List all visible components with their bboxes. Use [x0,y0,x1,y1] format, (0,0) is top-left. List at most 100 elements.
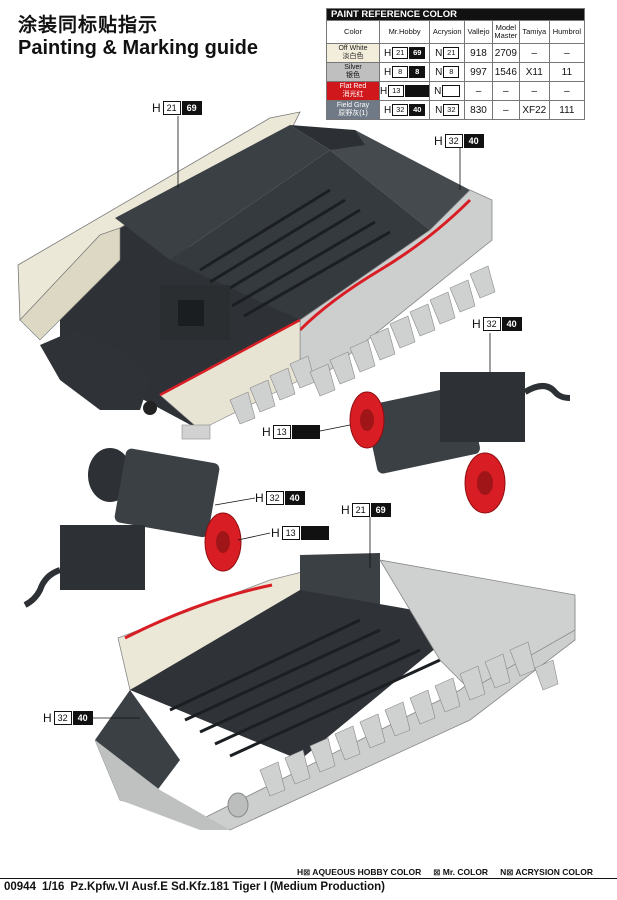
h-prefix: H [434,134,443,148]
callout-flat-red-left: H 13 [271,526,329,540]
color-name-cn: 淡白色 [342,53,364,60]
color-name-cn: 消光红 [342,91,364,98]
n-prefix: N [435,47,443,59]
mr-color-code: 40 [463,134,484,148]
humbrol-cell: 111 [548,100,586,120]
acrysion-code [442,85,461,97]
footer: 00944 1/16 Pz.Kpfw.VI Ausf.E Sd.Kfz.181 … [4,881,385,893]
color-name-cn: 银色 [346,72,360,79]
aqueous-code: 13 [281,526,300,540]
aqueous-code: 8 [392,66,409,78]
page-title-chinese: 涂装同标贴指示 [18,14,159,36]
paint-table-heading: PAINT REFERENCE COLOR [326,8,585,21]
n-prefix: N [435,66,443,78]
callout-flat-red-right: H 13 [262,425,320,439]
aqueous-code: 21 [351,503,370,517]
h-prefix: H [384,47,392,59]
col-header-model-master: Model Master [491,20,520,44]
tamiya-cell: XF22 [518,100,550,120]
callout-field-gray-upper: H 32 40 [434,134,484,148]
model-master-cell: 2709 [491,43,520,63]
mr-color-code: 69 [409,47,426,59]
mr-color-code: 40 [409,104,426,116]
kit-number: 00944 [4,881,36,893]
h-prefix: H [341,503,350,517]
aqueous-code: 13 [388,85,405,97]
h-prefix: H [43,711,52,725]
col-header-acrysion: Acrysion [429,20,466,44]
mr-color-code: 40 [72,711,93,725]
aqueous-code: 21 [392,47,409,59]
n-prefix: N [434,85,442,97]
aqueous-code: 32 [392,104,409,116]
color-name: Field Gray [336,102,370,109]
h-prefix: H [384,66,392,78]
drive-assembly-right [349,372,571,514]
mr-color-code: 69 [181,101,202,115]
drive-assembly-left [23,448,242,608]
color-legend: H⊠ AQUEOUS HOBBY COLOR ⊠ Mr. COLOR N⊠ AC… [297,867,593,878]
mr-color-code: 69 [370,503,391,517]
h-prefix: H [271,526,280,540]
acrysion-code: 8 [443,66,460,78]
kit-name: Pz.Kpfw.VI Ausf.E Sd.Kfz.181 Tiger I (Me… [70,881,385,893]
aqueous-code: 32 [53,711,72,725]
footer-divider [0,878,617,879]
kit-scale: 1/16 [41,881,65,893]
acrysion-code: 32 [443,104,460,116]
callout-field-gray-drive-left: H 32 40 [255,491,305,505]
page-title: Painting & Marking guide [18,37,259,59]
n-prefix: N [435,104,443,116]
mr-color-code: 8 [409,66,426,78]
acrysion-cell: N [429,81,466,101]
col-header-humbrol: Humbrol [548,20,586,44]
callout-off-white-upper: H 21 69 [152,101,202,115]
aqueous-code: 32 [265,491,284,505]
color-name: Silver [344,64,362,71]
callout-field-gray-drive-right: H 32 40 [472,317,522,331]
leader-lines [92,116,491,719]
h-prefix: H [384,104,392,116]
h-prefix: H [262,425,271,439]
lower-hull-illustration [94,553,576,831]
color-name: Flat Red [339,83,367,90]
mr-color-code [291,425,320,439]
legend-aqueous: H⊠ AQUEOUS HOBBY COLOR [297,867,422,877]
mr-color-code [405,85,430,97]
aqueous-code: 21 [162,101,181,115]
mr-color-code [300,526,329,540]
h-prefix: H [255,491,264,505]
humbrol-cell: – [548,43,586,63]
aqueous-code: 32 [482,317,501,331]
aqueous-code: 32 [444,134,463,148]
legend-acrysion: N⊠ ACRYSION COLOR [500,867,593,877]
color-name-cn: 原野灰(1) [338,110,368,117]
mr-color-code: 40 [501,317,522,331]
h-prefix: H [380,85,388,97]
model-master-cell: – [491,100,520,120]
callout-field-gray-lower: H 32 40 [43,711,93,725]
acrysion-code: 21 [443,47,460,59]
upper-hull-illustration [17,111,496,440]
mr-color-code: 40 [284,491,305,505]
callout-off-white-lower: H 21 69 [341,503,391,517]
color-name: Off White [338,45,368,52]
paint-reference-table: PAINT REFERENCE COLOR Color Mr.Hobby Acr… [326,8,586,120]
legend-mr-color: ⊠ Mr. COLOR [433,867,489,877]
h-prefix: H [152,101,161,115]
col-header-color: Color [326,20,380,44]
h-prefix: H [472,317,481,331]
aqueous-code: 13 [272,425,291,439]
